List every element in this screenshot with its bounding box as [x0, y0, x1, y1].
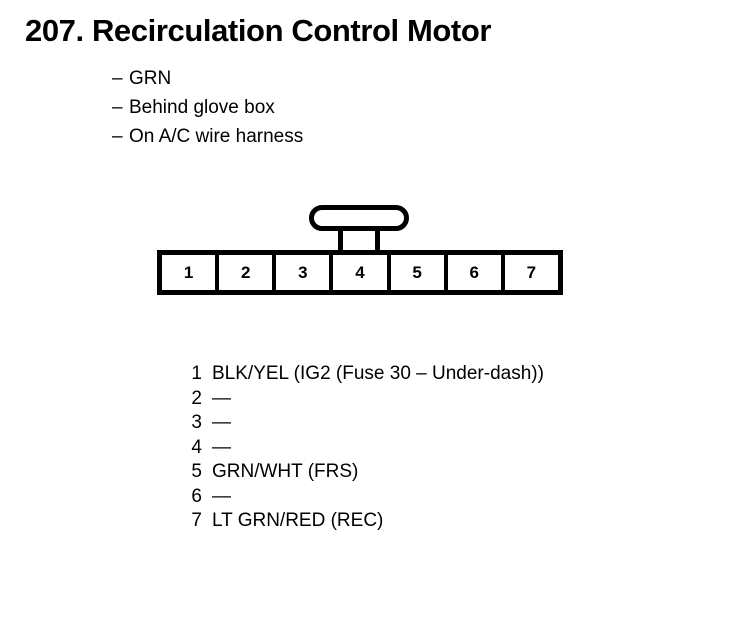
- note-text: Behind glove box: [129, 97, 275, 118]
- list-item: 1 BLK/YEL (IG2 (Fuse 30 – Under-dash)): [190, 362, 544, 387]
- pin-description: LT GRN/RED (REC): [212, 510, 384, 531]
- pin-description: —: [212, 412, 231, 433]
- list-item: – On A/C wire harness: [112, 122, 303, 151]
- pin-cell: 2: [219, 255, 273, 290]
- pin-cell: 5: [390, 255, 444, 290]
- note-text: GRN: [129, 68, 172, 89]
- pin-cell: 7: [504, 255, 558, 290]
- list-item: 4 —: [190, 436, 544, 461]
- list-item: 3 —: [190, 411, 544, 436]
- connector-housing: 1 2 3 4 5 6 7: [157, 250, 563, 295]
- list-item: 7 LT GRN/RED (REC): [190, 509, 544, 534]
- pin-cell: 3: [276, 255, 330, 290]
- pin-cell: 6: [447, 255, 501, 290]
- pin-legend: 1 BLK/YEL (IG2 (Fuse 30 – Under-dash)) 2…: [190, 362, 544, 534]
- list-item: – GRN: [112, 64, 303, 93]
- dash-bullet-icon: –: [112, 68, 123, 89]
- note-text: On A/C wire harness: [129, 126, 304, 147]
- notes-list: – GRN – Behind glove box – On A/C wire h…: [112, 64, 303, 151]
- pin-cell: 1: [162, 255, 216, 290]
- list-item: 5 GRN/WHT (FRS): [190, 460, 544, 485]
- connector-diagram: 1 2 3 4 5 6 7: [157, 205, 563, 295]
- locking-tab-bar-icon: [309, 205, 409, 231]
- pin-number: 3: [191, 412, 202, 433]
- pin-cell: 4: [333, 255, 387, 290]
- pin-number: 5: [191, 461, 202, 482]
- list-item: 2 —: [190, 387, 544, 412]
- pin-description: BLK/YEL (IG2 (Fuse 30 – Under-dash)): [212, 363, 544, 384]
- pin-number: 6: [191, 485, 202, 507]
- list-item: – Behind glove box: [112, 93, 303, 122]
- list-item: 6 —: [190, 485, 544, 510]
- pin-number: 2: [191, 387, 202, 409]
- pin-description: —: [212, 485, 231, 507]
- pin-number: 1: [191, 363, 202, 384]
- pin-description: —: [212, 387, 231, 409]
- pin-description: GRN/WHT (FRS): [212, 461, 359, 482]
- pin-number: 4: [191, 436, 202, 458]
- page-title: 207. Recirculation Control Motor: [25, 13, 492, 48]
- pin-description: —: [212, 436, 231, 458]
- dash-bullet-icon: –: [112, 97, 123, 118]
- pin-number: 7: [191, 510, 202, 531]
- dash-bullet-icon: –: [112, 126, 123, 147]
